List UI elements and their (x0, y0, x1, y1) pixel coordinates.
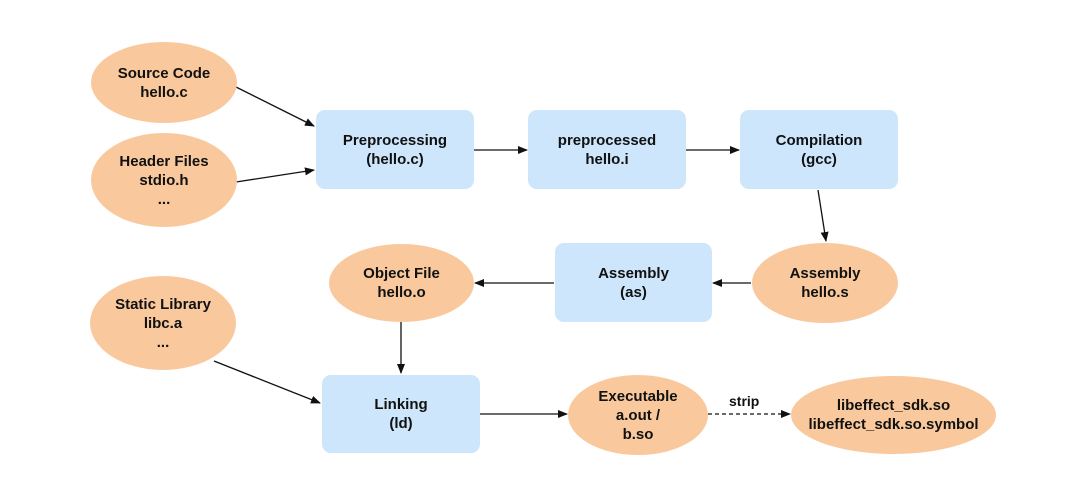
node-assembly-s-line2: hello.s (801, 284, 849, 301)
node-object-file[interactable]: Object File hello.o (329, 244, 474, 322)
arrow-source-to-preprocessing (231, 84, 315, 127)
node-executable-line3: b.so (622, 425, 654, 443)
node-preprocessed-line2: hello.i (585, 150, 629, 168)
node-object-file-line2: hello.o (377, 284, 426, 301)
node-source-code-line1: Source Code (117, 64, 211, 82)
node-assembly-s-line1: Assembly (789, 265, 861, 282)
node-static-library-line3: ... (156, 333, 170, 351)
node-compilation-line1: Compilation (775, 131, 863, 149)
node-static-library-line1: Static Library (115, 295, 211, 313)
node-assembly-s[interactable]: Assembly hello.s (752, 243, 898, 323)
node-static-library[interactable]: Static Library libc.a ... (90, 276, 236, 370)
node-assembly-as-line1: Assembly (598, 264, 669, 282)
node-header-files-line1: Header Files (119, 152, 209, 170)
node-source-code-line2: hello.c (140, 83, 188, 101)
node-header-files-line3: ... (157, 190, 171, 208)
node-linking-line2: (ld) (389, 415, 413, 432)
strip-label: strip (729, 393, 760, 409)
node-preprocessed[interactable]: preprocessed hello.i (528, 110, 686, 189)
node-libeffect-sdk-line2: libeffect_sdk.so.symbol (808, 416, 979, 433)
arrow-header-to-preprocessing (235, 167, 315, 183)
node-compilation[interactable]: Compilation (gcc) (740, 110, 898, 189)
node-assembly-as[interactable]: Assembly (as) (555, 243, 712, 322)
node-libeffect-sdk-line1: libeffect_sdk.so (836, 397, 951, 414)
node-compilation-line2: (gcc) (801, 150, 837, 168)
node-source-code[interactable]: Source Code hello.c (91, 42, 237, 123)
node-executable[interactable]: Executable a.out / b.so (568, 375, 708, 455)
node-assembly-as-line2: (as) (620, 283, 647, 301)
arrow-compilation-to-assembly-s (817, 189, 829, 242)
node-preprocessing[interactable]: Preprocessing (hello.c) (316, 110, 474, 189)
node-preprocessed-line1: preprocessed (557, 131, 657, 149)
node-header-files[interactable]: Header Files stdio.h ... (91, 133, 237, 227)
node-executable-line1: Executable (598, 387, 678, 405)
node-preprocessing-line1: Preprocessing (342, 131, 448, 149)
arrow-static-library-to-linking (213, 360, 321, 404)
node-header-files-line2: stdio.h (139, 171, 189, 189)
node-executable-line2: a.out / (615, 406, 661, 424)
node-linking-line1: Linking (374, 396, 428, 413)
node-linking[interactable]: Linking (ld) (322, 375, 480, 453)
node-libeffect-sdk[interactable]: libeffect_sdk.so libeffect_sdk.so.symbol (791, 376, 996, 454)
node-object-file-line1: Object File (363, 265, 440, 282)
node-preprocessing-line2: (hello.c) (366, 150, 424, 168)
node-static-library-line2: libc.a (143, 314, 183, 332)
